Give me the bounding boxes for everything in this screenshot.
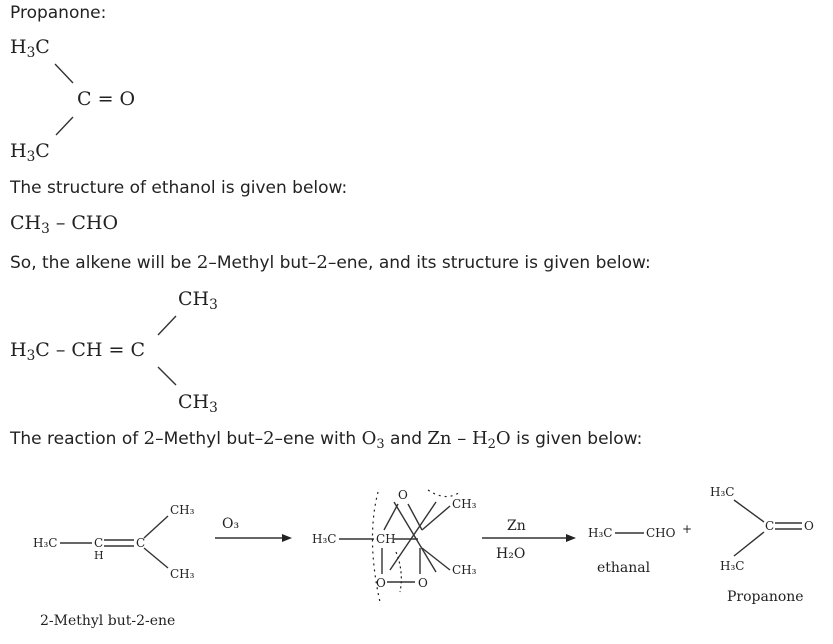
- ozonide-cleavage-line-b: [389, 501, 437, 571]
- ozonide-c-o-bond: [383, 503, 399, 531]
- reactant-ch3-top: CH₃: [170, 503, 195, 517]
- propanone-product-top-methyl: H₃C: [710, 485, 734, 499]
- ozonide-dotted-arc-left: [371, 491, 381, 603]
- ozonide-o-bottom-left: O: [376, 576, 386, 590]
- reactant-upper-methyl-bond: [143, 515, 169, 539]
- alkene-top-methyl: CH3: [178, 288, 218, 314]
- ozonide-ch3-bottom: CH₃: [452, 563, 477, 577]
- ozonide-ch3-top: CH₃: [452, 497, 477, 511]
- reaction-sentence: The reaction of 2–Methyl but–2–ene with …: [10, 428, 643, 452]
- alkene-bottom-methyl: CH3: [178, 391, 218, 417]
- propanone-bonds: [54, 63, 74, 136]
- ethanal-cho-label: CHO: [646, 526, 676, 540]
- reagent-zinc: Zn: [507, 518, 526, 534]
- ozonide-o-top: O: [398, 488, 408, 502]
- reactant-h-label: H: [94, 549, 104, 562]
- ozonide-dotted-arc-top: [427, 489, 461, 498]
- alkene-main-chain: H3C – CH = C: [10, 339, 146, 365]
- reagent-ozone: O₃: [222, 516, 239, 532]
- ozonide-dotted-arc-mid: [395, 551, 402, 593]
- ozonide-o-bottom-right: O: [418, 576, 428, 590]
- reactant-lower-methyl-bond: [143, 547, 169, 569]
- propanone-carbonyl: C = O: [77, 88, 136, 110]
- ozonide-h3c-label: H₃C: [312, 532, 336, 546]
- ozonide-upper-methyl-bond: [421, 505, 451, 531]
- propanone-lower-bond: [55, 116, 74, 136]
- propanone-product-c: C: [765, 519, 774, 533]
- propanone-product-upper-bond: [733, 499, 765, 523]
- alkene-lower-bond: [157, 366, 177, 386]
- propanone-bottom-methyl: H3C: [10, 140, 50, 166]
- propanone-product-bottom-methyl: H₃C: [720, 559, 744, 573]
- propanone-product-name: Propanone: [727, 589, 804, 605]
- reactant-c2-label: C: [136, 536, 145, 550]
- alkene-upper-bond: [157, 315, 177, 336]
- propanone-product-o: O: [804, 519, 814, 533]
- reactant-name: 2-Methyl but-2-ene: [40, 613, 175, 629]
- propanone-upper-bond: [54, 63, 74, 84]
- reagent-water: H₂O: [496, 546, 525, 562]
- ozonide-ch-label: CH: [376, 532, 396, 546]
- alkene-bonds: [157, 315, 177, 386]
- ethanal-name: ethanal: [597, 560, 651, 576]
- ozonide-cleavage-line-a: [393, 501, 437, 573]
- plus-sign: +: [682, 522, 692, 536]
- reactant-h3c-label: H₃C: [33, 536, 57, 550]
- reactant-ch3-bottom: CH₃: [170, 567, 195, 581]
- ethanal-h3c-label: H₃C: [588, 526, 612, 540]
- arrow-1-head: [282, 534, 292, 542]
- ethanal-formula: CH3 – CHO: [10, 212, 119, 238]
- ethanol-sentence: The structure of ethanol is given below:: [10, 178, 348, 198]
- propanone-heading: Propanone:: [10, 3, 107, 23]
- reactant-c1-label: C: [94, 536, 103, 550]
- reaction-figure: H₃C C H C CH₃ CH₃ 2-Methyl but-2-ene O₃ …: [10, 462, 828, 639]
- propanone-product-lower-bond: [733, 531, 765, 557]
- alkene-sentence: So, the alkene will be 2–Methyl but–2–en…: [10, 252, 651, 273]
- reaction-scheme: H₃C C H C CH₃ CH₃ 2-Methyl but-2-ene O₃ …: [33, 485, 814, 629]
- propanone-top-methyl: H3C: [10, 36, 50, 62]
- arrow-2-head: [566, 534, 576, 542]
- ozonide-lower-methyl-bond: [421, 547, 451, 571]
